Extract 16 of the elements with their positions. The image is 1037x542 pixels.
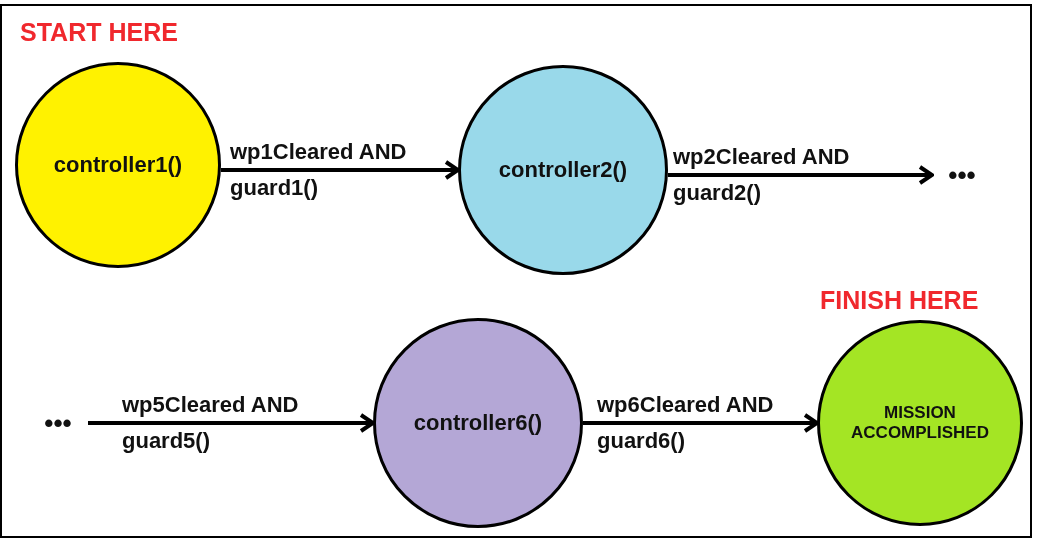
edge-label: wp6Cleared AND guard6() bbox=[597, 391, 775, 455]
edge-label: wp1Cleared AND guard1() bbox=[230, 138, 408, 202]
state-label: controller2() bbox=[498, 157, 628, 183]
arrow bbox=[667, 165, 934, 185]
edge-label: wp5Cleared AND guard5() bbox=[122, 391, 300, 455]
arrow bbox=[220, 160, 460, 180]
state-label: controller1() bbox=[53, 152, 183, 178]
edge-label: wp2Cleared AND guard2() bbox=[673, 143, 851, 207]
state-label: MISSION ACCOMPLISHED bbox=[850, 403, 990, 443]
arrow bbox=[88, 413, 375, 433]
heading-label: FINISH HERE bbox=[820, 286, 979, 315]
ellipsis: ••• bbox=[44, 407, 72, 439]
state-label: controller6() bbox=[413, 410, 543, 436]
arrow bbox=[583, 413, 819, 433]
ellipsis: ••• bbox=[948, 159, 976, 191]
heading-label: START HERE bbox=[20, 18, 178, 47]
